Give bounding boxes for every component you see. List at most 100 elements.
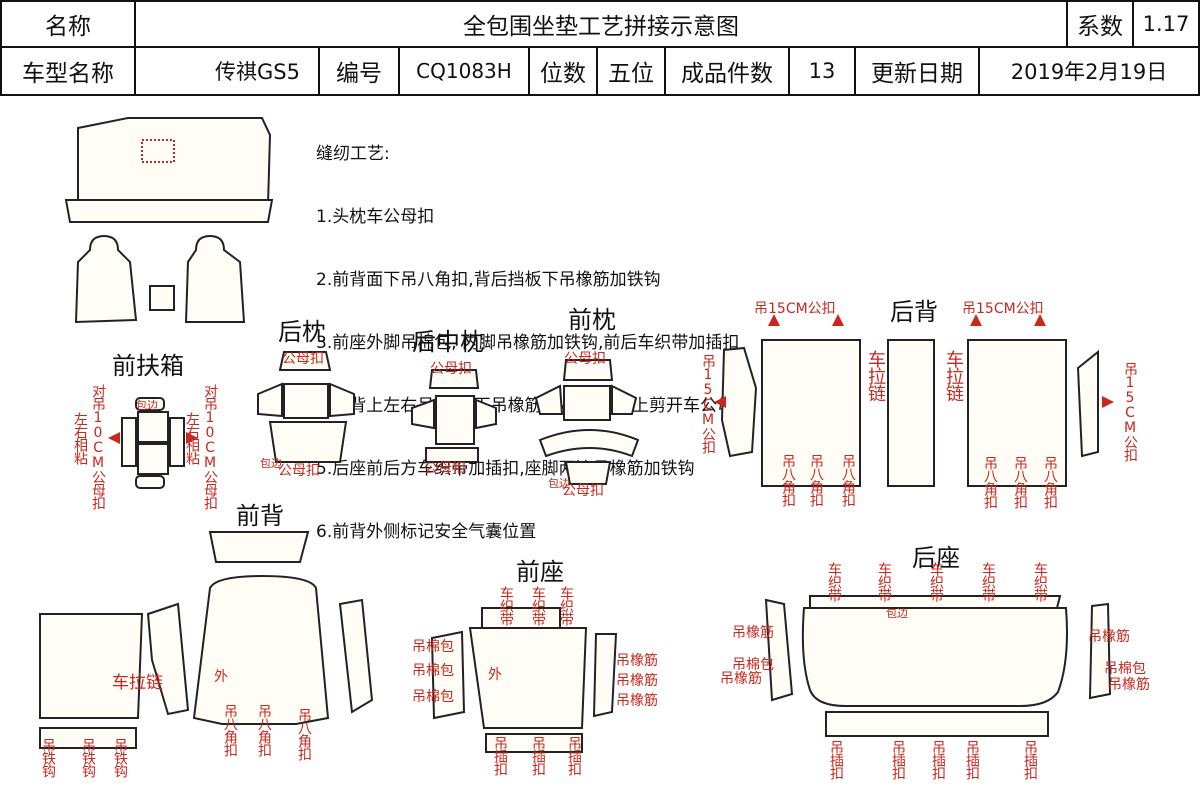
title-rear-back: 后背 [890, 298, 938, 326]
title-rear-seat: 后座 [912, 544, 960, 572]
rear-seat-main [801, 607, 1068, 707]
front-headrest-back [564, 461, 612, 485]
overview-front-seat-right [184, 234, 246, 323]
title-rear-headrest: 后枕 [278, 318, 326, 346]
code-value: CQ1083H [398, 46, 530, 96]
label-front-seat-strap-2: 车织带 [530, 586, 546, 625]
title-front-headrest: 前枕 [568, 306, 616, 334]
label-octagon-1: 吊八角扣 [780, 454, 796, 506]
arrow-icon [714, 396, 726, 408]
label-front-seat-cotton-1: 吊棉包 [412, 639, 454, 655]
label-front-seat-cotton-2: 吊棉包 [412, 663, 454, 679]
arrow-icon [186, 432, 198, 444]
label-front-back-outer: 外 [214, 669, 228, 685]
armrest-front [137, 443, 169, 475]
front-headrest-front [563, 385, 611, 421]
mid-headrest-back [425, 447, 479, 463]
armrest-top [137, 411, 169, 443]
mid-headrest-tab [428, 369, 480, 389]
front-seat-side-right [592, 633, 618, 718]
label-front-seat-rubber-1: 吊橡筋 [616, 653, 658, 669]
overview-front-seat-left [74, 234, 138, 324]
note-item: 2.前背面下吊八角扣,背后挡板下吊橡筋加铁钩 [316, 270, 661, 290]
arrow-icon [970, 314, 982, 326]
rear-back-left [761, 339, 861, 487]
label-rear-seat-cotton-right: 吊棉包 [1104, 661, 1146, 677]
front-back-main [192, 574, 330, 725]
mid-headrest-right [475, 398, 497, 430]
rear-headrest-back [268, 421, 348, 463]
label-rear-seat-strap-5: 车织带 [1032, 562, 1048, 601]
label-zipper-right: 车拉链 [943, 350, 964, 401]
label-rear-seat-strap-4: 车织带 [980, 562, 996, 601]
label-baobian: 包边 [136, 399, 158, 412]
label-rear-headrest-snap-bottom: 公母扣 [278, 463, 320, 479]
label-rear-seat-buckle-3: 吊插扣 [930, 740, 946, 779]
front-back-top [208, 531, 310, 563]
seats-label: 位数 [528, 46, 598, 96]
armrest-edge-top [135, 397, 165, 411]
rear-back-side-right [1076, 349, 1099, 458]
label-rear-seat-strap-3: 车织带 [928, 562, 944, 601]
label-octagon-5: 吊八角扣 [1012, 456, 1028, 508]
label-octagon-3: 吊八角扣 [840, 454, 856, 506]
note-item: 3.前座外脚吊棉包, 内脚吊橡筋加铁钩,前后车织带加插扣 [316, 333, 740, 353]
overview-armrest [149, 285, 175, 311]
front-back-strip [39, 727, 137, 749]
label-front-back-hook-3: 吊铁钩 [112, 738, 128, 777]
label-octagon-4: 吊八角扣 [982, 456, 998, 508]
label-hang15-right: 吊15CM公扣 [962, 301, 1044, 317]
label-armrest-stick-right: 左右相粘 [184, 412, 200, 464]
rear-seat-side-right [1088, 602, 1112, 700]
label-rear-seat-rubber-right-2: 吊橡筋 [1108, 677, 1150, 693]
label-mid-headrest-snap-bottom: 公母扣 [424, 461, 466, 477]
label-front-back-octagon-3: 吊八角扣 [296, 708, 312, 760]
label-rear-seat-strap-2: 车织带 [876, 562, 892, 601]
date-label: 更新日期 [854, 46, 980, 96]
label-rear-seat-rubber-left: 吊橡筋 [732, 625, 774, 641]
title-rear-mid-headrest: 后中枕 [412, 328, 484, 356]
seats-value: 五位 [596, 46, 666, 96]
rear-headrest-tab [278, 351, 332, 371]
front-seat-main [468, 627, 588, 729]
label-front-seat-strap-1: 车织带 [498, 586, 514, 625]
overview-rear-cushion [64, 199, 274, 223]
rear-headrest-front [283, 383, 329, 419]
name-label: 名称 [0, 0, 136, 48]
label-front-seat-buckle-3: 吊插扣 [566, 736, 582, 775]
label-front-seat-buckle-1: 吊插扣 [492, 736, 508, 775]
rear-back-side-left [720, 346, 758, 458]
label-rear-seat-buckle-5: 吊插扣 [1022, 740, 1038, 779]
front-headrest-tab [562, 359, 614, 381]
label-front-back-hook-2: 吊铁钩 [80, 738, 96, 777]
arrow-marks [108, 314, 1114, 444]
front-back-side-left [146, 602, 190, 716]
label-octagon-6: 吊八角扣 [1042, 456, 1058, 508]
rear-seat-side-left [764, 598, 794, 702]
front-headrest-right [611, 384, 638, 415]
model-label: 车型名称 [0, 46, 136, 96]
front-seat-side-left [430, 630, 466, 720]
label-front-headrest-snap-bottom: 公母扣 [562, 483, 604, 499]
coef-value: 1.17 [1132, 0, 1200, 48]
label-octagon-2: 吊八角扣 [808, 454, 824, 506]
rear-headrest-left [257, 382, 283, 418]
armrest-right-side [169, 417, 185, 467]
label-armrest-side: 对吊10CM公母扣 [90, 384, 106, 509]
label-rear-seat-buckle-4: 吊插扣 [964, 740, 980, 779]
front-back-panel [39, 613, 144, 719]
arrow-icon [768, 314, 780, 326]
label-front-headrest-edge: 包边 [548, 477, 570, 490]
label-armrest-stick: 左右相粘 [72, 412, 88, 464]
label-front-seat-rubber-2: 吊橡筋 [616, 673, 658, 689]
label-rear-seat-buckle-1: 吊插扣 [828, 740, 844, 779]
armrest-edge-bottom [135, 475, 165, 489]
label-front-seat-strap-3: 车织带 [558, 586, 574, 625]
front-headrest-band [538, 429, 640, 458]
label-front-headrest-snap: 公母扣 [564, 351, 606, 367]
mid-headrest-left [411, 398, 435, 430]
label-rear-seat-rubber-right: 吊橡筋 [1088, 629, 1130, 645]
label-hang15-side-right: 吊15CM公扣 [1122, 362, 1138, 461]
